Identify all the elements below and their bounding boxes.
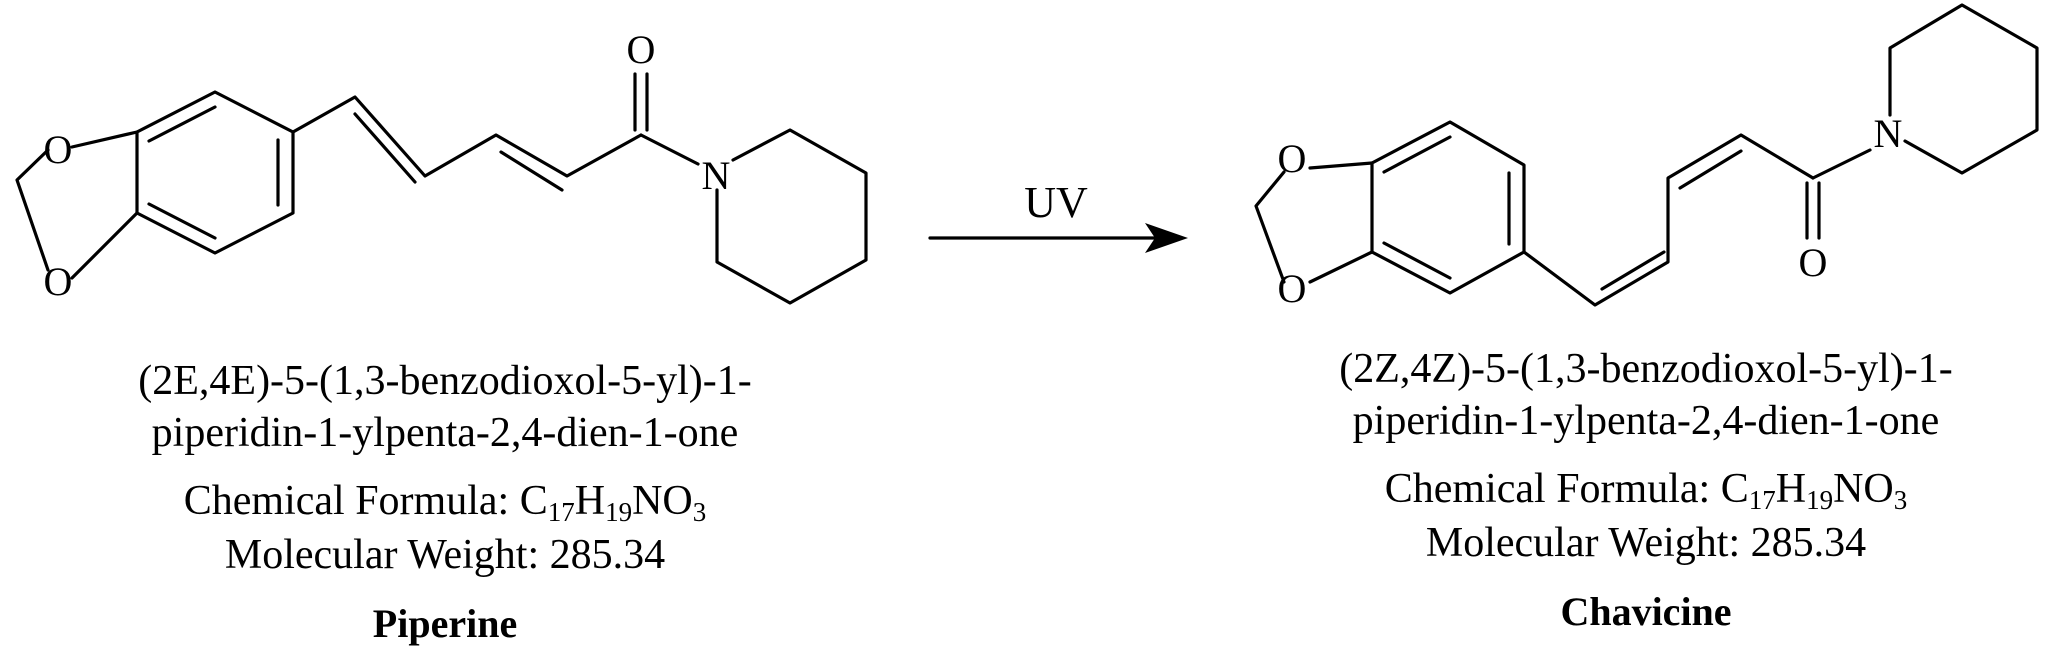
chavicine-iupac-line-1: (2Z,4Z)-5-(1,3-benzodioxol-5-yl)-1- — [1339, 346, 1953, 392]
chavicine-iupac-name: (2Z,4Z)-5-(1,3-benzodioxol-5-yl)-1- pipe… — [1190, 348, 2048, 442]
chavicine-molecular-weight: Molecular Weight: 285.34 — [1425, 520, 1867, 566]
chavicine-compound-name: Chavicine — [1560, 589, 1732, 634]
reaction-condition-label: UV — [1024, 178, 1088, 227]
piperine-caption: (2E,4E)-5-(1,3-benzodioxol-5-yl)-1- pipe… — [0, 360, 890, 644]
chavicine-nitrogen-atom: N — [1874, 111, 1903, 156]
piperine-chain-double-bond — [353, 112, 417, 184]
piperine-iupac-name: (2E,4E)-5-(1,3-benzodioxol-5-yl)-1- pipe… — [0, 360, 890, 454]
piperine-iupac-line-2: piperidin-1-ylpenta-2,4-dien-1-one — [151, 410, 739, 456]
chavicine-chemical-formula: Chemical Formula: C17H19NO3 — [1384, 466, 1908, 515]
chavicine-chain-double-bond — [1678, 149, 1743, 190]
chavicine-iupac-line-2: piperidin-1-ylpenta-2,4-dien-1-one — [1352, 398, 1940, 444]
piperine-compound-name: Piperine — [372, 601, 518, 646]
chavicine-diene-chain — [1522, 133, 1815, 307]
piperine-nitrogen-atom: N — [702, 153, 731, 198]
piperine-chemical-formula: Chemical Formula: C17H19NO3 — [183, 478, 707, 527]
chavicine-amide-bond — [1811, 148, 1872, 180]
chavicine-structure — [1254, 3, 2039, 307]
piperine-diene-chain — [291, 95, 643, 178]
chavicine-benzene-double-bond — [1382, 241, 1452, 280]
piperine-dioxole-bonds — [15, 130, 139, 280]
chavicine-benzene-ring — [1370, 120, 1526, 295]
chavicine-oxygen-atom: O — [1278, 136, 1307, 181]
piperine-piperidine-ring — [715, 128, 868, 305]
chavicine-piperidine-ring — [1888, 3, 2039, 175]
chavicine-carbonyl-oxygen-atom: O — [1799, 240, 1828, 285]
piperine-oxygen-atom: O — [44, 127, 73, 172]
reaction-arrow — [928, 223, 1188, 253]
chavicine-benzene-double-bond — [1382, 135, 1452, 174]
piperine-benzene-double-bond — [147, 105, 217, 143]
chavicine-caption: (2Z,4Z)-5-(1,3-benzodioxol-5-yl)-1- pipe… — [1190, 348, 2048, 632]
piperine-molecular-weight: Molecular Weight: 285.34 — [224, 532, 666, 578]
piperine-benzene-double-bond — [147, 202, 217, 240]
piperine-amide-bond — [639, 133, 700, 166]
piperine-benzene-ring — [135, 90, 295, 255]
chavicine-chain-double-bond — [1600, 250, 1666, 291]
piperine-carbonyl-oxygen-atom: O — [627, 27, 656, 72]
piperine-oxygen-atom: O — [44, 259, 73, 304]
piperine-structure — [15, 72, 868, 305]
piperine-chain-double-bond — [499, 150, 564, 192]
chavicine-dioxole-bonds — [1254, 161, 1374, 284]
piperine-iupac-line-1: (2E,4E)-5-(1,3-benzodioxol-5-yl)-1- — [138, 358, 752, 404]
chavicine-oxygen-atom: O — [1278, 266, 1307, 311]
